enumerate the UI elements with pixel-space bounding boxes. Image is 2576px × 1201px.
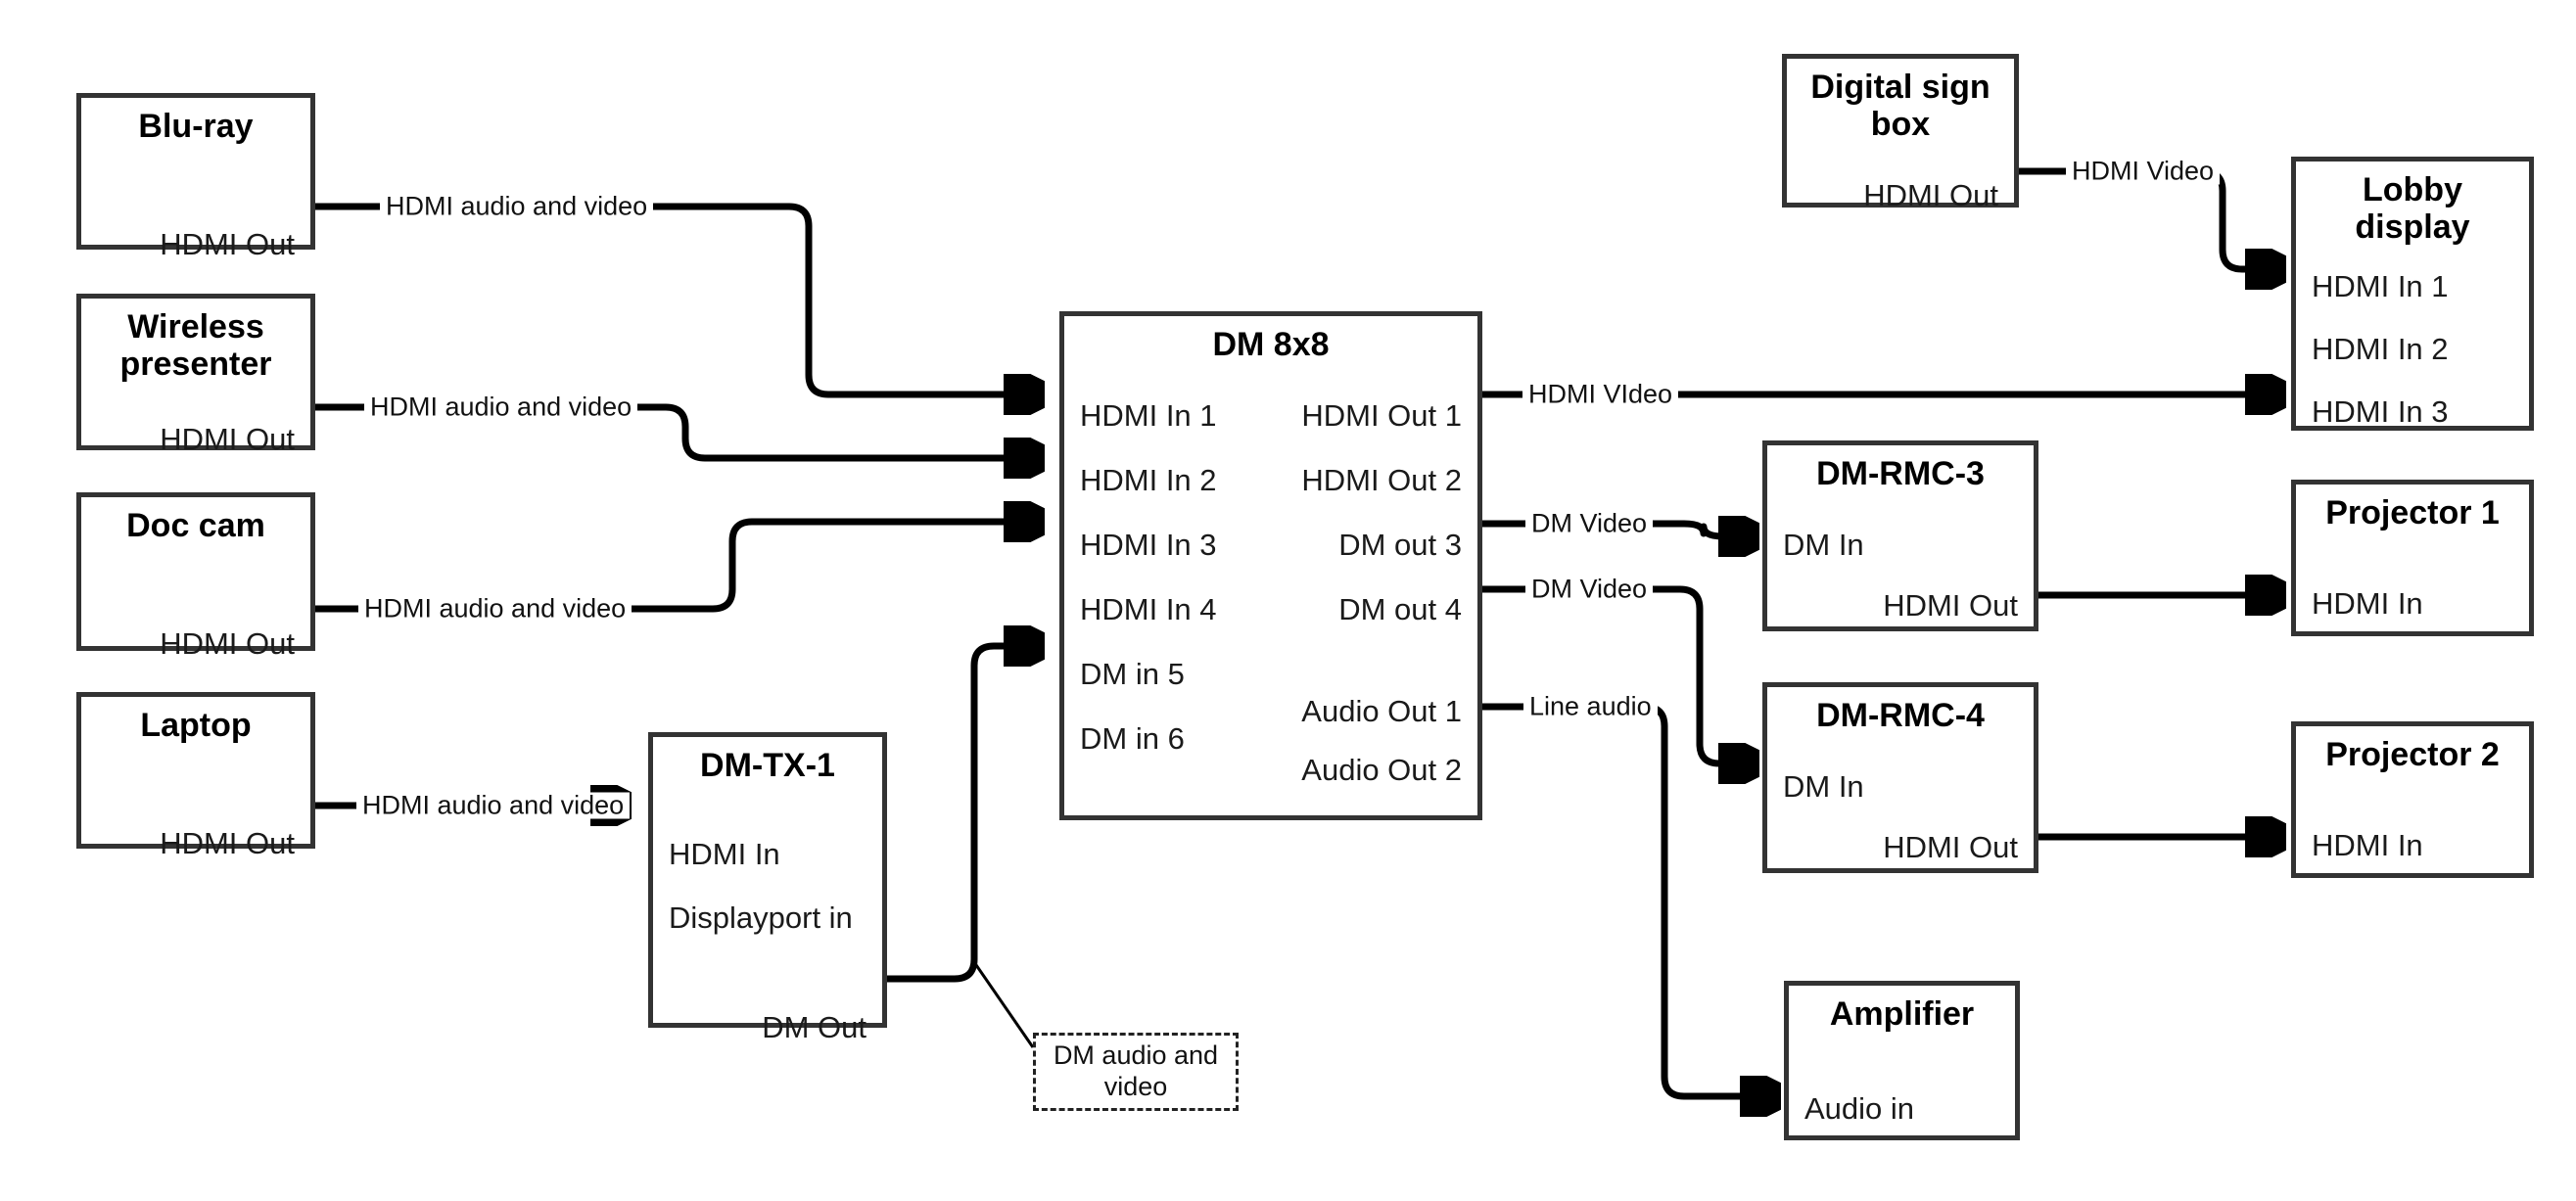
projector-1-port-hdmi-in: HDMI In (2312, 586, 2423, 622)
digital-sign-box-ports: HDMI Out (1787, 143, 2014, 210)
dm-8x8-input-dm-in-6: DM in 6 (1080, 721, 1185, 757)
amplifier-port-audio-in: Audio in (1804, 1091, 1915, 1127)
dm-8x8-output-dm-out-3: DM out 3 (1338, 528, 1462, 563)
projector-2-ports: HDMI In (2296, 773, 2529, 873)
wire-label-bluray: HDMI audio and video (380, 193, 654, 220)
dm-8x8-output-hdmi-out-1: HDMI Out 1 (1301, 398, 1462, 434)
dm-8x8-title: DM 8x8 (1212, 326, 1330, 363)
dm-8x8-input-hdmi-in-4: HDMI In 4 (1080, 592, 1217, 627)
dm-tx-1-port-dm-out: DM Out (762, 1010, 866, 1045)
dm-8x8-output-audio-out-2: Audio Out 2 (1301, 753, 1462, 788)
wireless-presenter-ports: HDMI Out (81, 383, 310, 454)
wire-label-dm-video-4: DM Video (1525, 576, 1654, 603)
dm-tx-1-title: DM-TX-1 (700, 747, 835, 784)
doc-cam-title: Doc cam (126, 507, 265, 544)
dm-rmc-3-port-dm-in: DM In (1783, 528, 1864, 563)
doc-cam-port-hdmi-out: HDMI Out (160, 626, 295, 662)
wire-dm8x8-dmout4-to-rmc4 (1482, 585, 1753, 763)
dm-8x8-input-hdmi-in-1: HDMI In 1 (1080, 398, 1217, 434)
device-laptop[interactable]: Laptop HDMI Out (76, 692, 315, 858)
projector-1-title: Projector 1 (2325, 494, 2500, 531)
projector-1-ports: HDMI In (2296, 531, 2529, 631)
dm-rmc-3-ports: DM In HDMI Out (1767, 492, 2034, 626)
wire-label-wireless: HDMI audio and video (364, 393, 638, 421)
laptop-title: Laptop (140, 707, 252, 744)
device-doc-cam[interactable]: Doc cam HDMI Out (76, 492, 315, 659)
wire-dmtx1-to-dm8x8 (887, 646, 1038, 983)
wireless-presenter-port-hdmi-out: HDMI Out (160, 422, 295, 457)
wire-dm8x8-audioout1-to-amplifier (1482, 703, 1774, 1096)
lobby-display-port-hdmi-in-1: HDMI In 1 (2312, 269, 2449, 304)
dm-rmc-4-title: DM-RMC-4 (1816, 697, 1985, 734)
dm-rmc-3-port-hdmi-out: HDMI Out (1883, 588, 2018, 624)
doc-cam-ports: HDMI Out (81, 544, 310, 659)
device-amplifier[interactable]: Amplifier Audio in (1784, 981, 2020, 1140)
dm-8x8-input-hdmi-in-3: HDMI In 3 (1080, 528, 1217, 563)
callout-text: DM audio and video (1053, 1040, 1219, 1101)
dm-8x8-input-dm-in-5: DM in 5 (1080, 657, 1185, 692)
wire-label-hdmi-video-lobby: HDMI VIdeo (1522, 381, 1679, 408)
dm-tx-1-ports: HDMI In Displayport in DM Out (653, 784, 882, 1042)
lobby-display-port-hdmi-in-2: HDMI In 2 (2312, 332, 2449, 367)
bluray-port-hdmi-out: HDMI Out (160, 227, 295, 262)
bluray-ports: HDMI Out (81, 145, 310, 259)
device-dm-8x8[interactable]: DM 8x8 HDMI In 1 HDMI In 2 HDMI In 3 HDM… (1059, 311, 1482, 820)
device-dm-rmc-4[interactable]: DM-RMC-4 DM In HDMI Out (1762, 682, 2038, 873)
laptop-ports: HDMI Out (81, 744, 310, 858)
dm-8x8-output-dm-out-4: DM out 4 (1338, 592, 1462, 627)
amplifier-title: Amplifier (1829, 995, 1975, 1033)
wire-label-line-audio: Line audio (1523, 693, 1658, 720)
digital-sign-box-port-hdmi-out: HDMI Out (1863, 178, 1998, 213)
dm-rmc-3-title: DM-RMC-3 (1816, 455, 1985, 492)
projector-2-port-hdmi-in: HDMI In (2312, 828, 2423, 863)
dm-rmc-4-port-dm-in: DM In (1783, 769, 1864, 805)
projector-2-title: Projector 2 (2325, 736, 2500, 773)
dm-8x8-output-audio-out-1: Audio Out 1 (1301, 694, 1462, 729)
lobby-display-ports: HDMI In 1 HDMI In 2 HDMI In 3 (2296, 246, 2529, 430)
dm-tx-1-port-hdmi-in: HDMI In (669, 837, 780, 872)
leader-line-dm-audio-video (972, 961, 1035, 1048)
device-projector-2[interactable]: Projector 2 HDMI In (2291, 721, 2534, 878)
wire-label-dm-video-3: DM Video (1525, 510, 1654, 537)
device-dm-rmc-3[interactable]: DM-RMC-3 DM In HDMI Out (1762, 440, 2038, 631)
callout-dm-audio-and-video: DM audio and video (1033, 1033, 1239, 1111)
device-dm-tx-1[interactable]: DM-TX-1 HDMI In Displayport in DM Out (648, 732, 887, 1042)
device-bluray[interactable]: Blu-ray HDMI Out (76, 93, 315, 259)
dm-tx-1-port-displayport-in: Displayport in (669, 901, 853, 936)
wire-label-doccam: HDMI audio and video (358, 595, 632, 623)
wire-label-laptop: HDMI audio and video (356, 792, 631, 819)
dm-rmc-4-ports: DM In HDMI Out (1767, 734, 2034, 868)
wire-digitalsign-to-lobby (2019, 167, 2279, 269)
lobby-display-port-hdmi-in-3: HDMI In 3 (2312, 394, 2449, 430)
dm-8x8-input-hdmi-in-2: HDMI In 2 (1080, 463, 1217, 498)
laptop-port-hdmi-out: HDMI Out (160, 826, 295, 861)
dm-8x8-ports: HDMI In 1 HDMI In 2 HDMI In 3 HDMI In 4 … (1064, 363, 1477, 815)
amplifier-ports: Audio in (1789, 1033, 2015, 1135)
wire-label-hdmi-video-sign: HDMI Video (2066, 158, 2221, 185)
dm-8x8-output-hdmi-out-2: HDMI Out 2 (1301, 463, 1462, 498)
bluray-title: Blu-ray (138, 108, 254, 145)
wire-bluray-to-dm8x8 (315, 203, 1038, 394)
dm-rmc-4-port-hdmi-out: HDMI Out (1883, 830, 2018, 865)
device-projector-1[interactable]: Projector 1 HDMI In (2291, 480, 2534, 636)
